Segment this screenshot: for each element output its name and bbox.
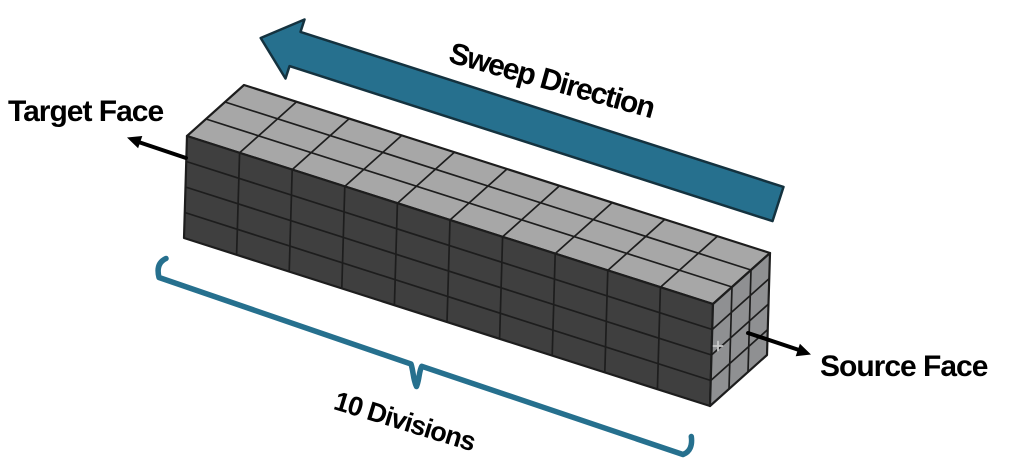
source-face-arrowhead-icon	[795, 343, 811, 357]
divisions-brace-icon	[155, 255, 695, 458]
source-face-label: Source Face	[820, 350, 988, 383]
source-face-callout: Source Face	[746, 331, 989, 383]
target-face-arrow-icon	[138, 140, 188, 160]
target-face-label: Target Face	[8, 95, 163, 128]
divisions-label: 10 Divisions	[331, 386, 479, 457]
mesh-bar	[182, 83, 772, 408]
mesh-source-face	[708, 251, 772, 408]
cursor-plus-marker	[712, 340, 724, 352]
sweep-direction-arrow-icon	[259, 18, 785, 223]
target-face-arrowhead-icon	[127, 136, 143, 149]
target-face-callout: Target Face	[8, 95, 188, 160]
source-face-arrow-icon	[746, 331, 801, 352]
mesh-front-face	[182, 134, 715, 408]
